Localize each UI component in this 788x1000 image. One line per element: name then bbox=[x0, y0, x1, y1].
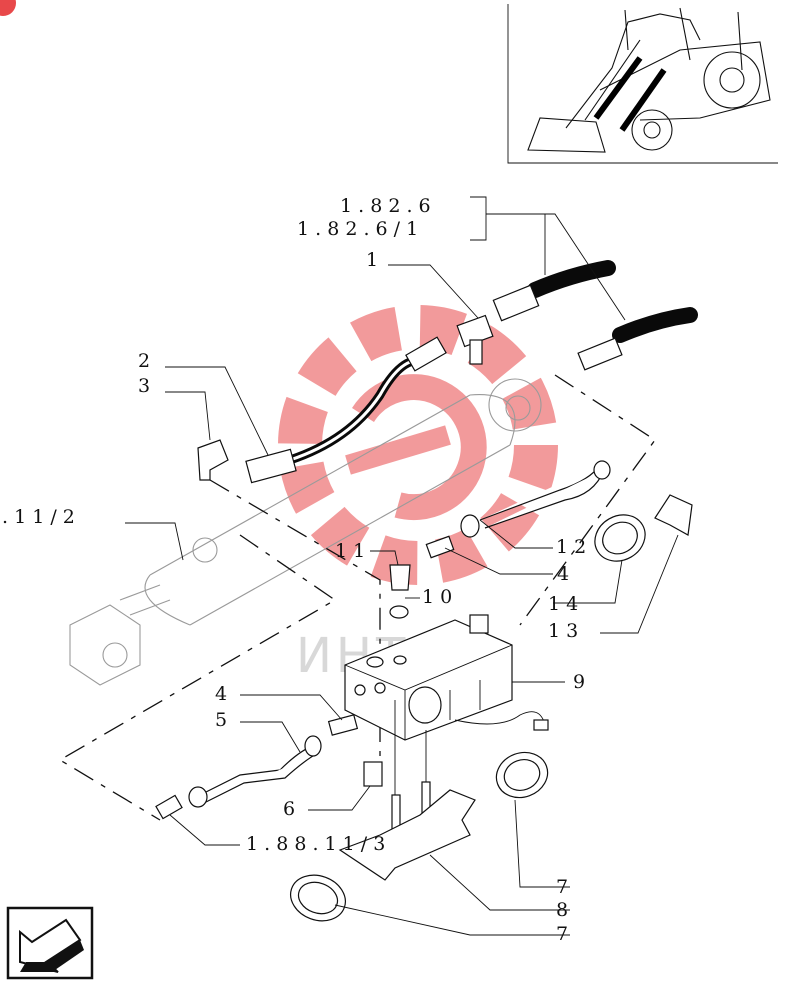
label-part-7-right: 7 bbox=[556, 876, 568, 898]
mounting-bracket bbox=[338, 789, 476, 881]
lower-pipe bbox=[155, 714, 359, 820]
previous-page-arrow-button[interactable] bbox=[6, 906, 94, 980]
label-part-11: 1 1 bbox=[335, 540, 365, 562]
label-part-9: 9 bbox=[573, 671, 585, 693]
label-part-3: 3 bbox=[138, 375, 150, 397]
label-part-4-bottom: 4 bbox=[215, 683, 227, 705]
label-part-8: 8 bbox=[556, 899, 568, 921]
label-ref-11-2: . 1 1 / 2 bbox=[2, 506, 75, 528]
label-ref-1-82-6-1: 1 . 8 2 . 6 / 1 bbox=[297, 218, 418, 240]
label-part-5: 5 bbox=[215, 709, 227, 731]
label-ref-1-82-6: 1 . 8 2 . 6 bbox=[340, 195, 431, 217]
corner-badge-icon bbox=[0, 0, 16, 16]
callout-labels: 1 . 8 2 . 6 1 . 8 2 . 6 / 1 1 2 3 . 1 1 … bbox=[2, 195, 586, 945]
label-ref-1-88-11-3: 1 . 8 8 . 1 1 / 3 bbox=[246, 833, 385, 855]
label-part-7-bottom: 7 bbox=[556, 923, 568, 945]
hydraulic-cylinder-outline bbox=[69, 378, 542, 686]
label-part-6: 6 bbox=[283, 798, 295, 820]
label-part-4-top: 4 bbox=[557, 563, 569, 585]
label-part-14: 1 4 bbox=[548, 593, 578, 615]
fasteners bbox=[363, 700, 431, 840]
hydraulic-hoses bbox=[285, 260, 698, 465]
label-part-10: 1 0 bbox=[422, 586, 452, 608]
watermark-logo bbox=[278, 305, 558, 585]
fittings bbox=[197, 284, 623, 619]
valve-block bbox=[344, 614, 549, 741]
label-part-13: 1 3 bbox=[548, 620, 578, 642]
hose-clamps bbox=[290, 494, 693, 922]
construction-lines bbox=[58, 374, 656, 821]
label-part-12: 1 2 bbox=[556, 536, 586, 558]
label-part-1: 1 bbox=[366, 249, 378, 271]
leader-lines bbox=[125, 196, 679, 936]
locator-thumbnail bbox=[507, 4, 778, 164]
label-part-2: 2 bbox=[138, 350, 150, 372]
